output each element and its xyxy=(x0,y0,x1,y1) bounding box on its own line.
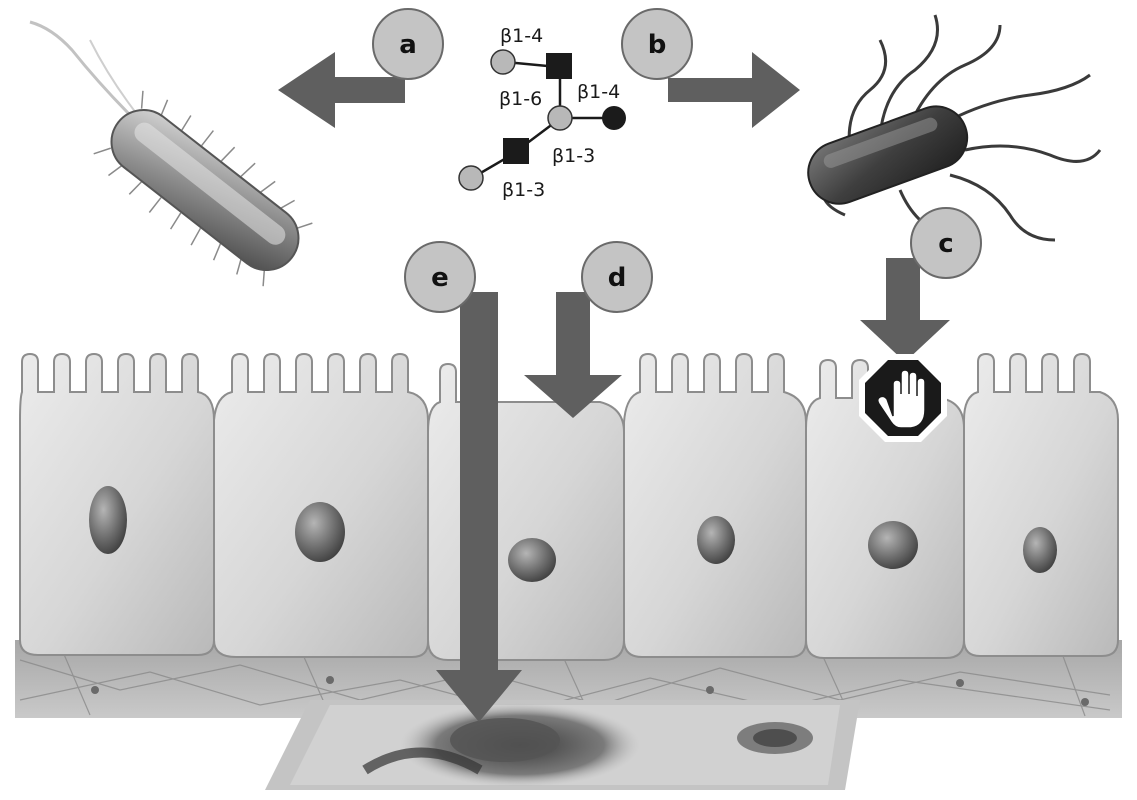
label-d-text: d xyxy=(608,263,627,293)
epithelium xyxy=(19,352,1119,661)
linkage-label: β1-3 xyxy=(502,179,545,201)
glcnac-node xyxy=(546,53,572,79)
linkage-label: β1-6 xyxy=(499,88,542,110)
stop-hand-icon xyxy=(859,354,947,442)
glucose-node xyxy=(602,106,626,130)
cell-nucleus xyxy=(1023,527,1057,573)
label-d: d xyxy=(581,241,653,313)
epithelial-cell xyxy=(427,362,625,661)
epithelial-cell xyxy=(623,352,807,658)
bacterium-a xyxy=(29,20,313,287)
bacterium-b xyxy=(807,14,1102,242)
cell-nucleus xyxy=(697,516,735,564)
underlying-tissue xyxy=(265,700,860,790)
glycan-structure: β1-4 β1-6 β1-4 β1-3 β1-3 xyxy=(458,25,626,201)
arrow-a xyxy=(278,52,405,128)
immune-cell-nucleus xyxy=(450,718,560,762)
label-a-text: a xyxy=(399,30,417,60)
label-b-text: b xyxy=(648,30,667,60)
label-e: e xyxy=(404,241,476,313)
linkage-label: β1-4 xyxy=(577,81,620,103)
cell-nucleus xyxy=(295,502,345,562)
arrow-e xyxy=(436,292,522,722)
label-c-text: c xyxy=(938,229,953,259)
linkage-label: β1-3 xyxy=(552,145,595,167)
epithelial-cell xyxy=(213,352,429,658)
cell-nucleus xyxy=(89,486,127,554)
label-b: b xyxy=(621,8,693,80)
cell-nucleus xyxy=(508,538,556,582)
arrow-d xyxy=(524,292,622,418)
linkage-label: β1-4 xyxy=(500,25,543,47)
arrow-b xyxy=(668,52,800,128)
label-e-text: e xyxy=(431,263,449,293)
epithelial-cell xyxy=(19,352,215,656)
galactose-node xyxy=(458,165,484,191)
cell-nucleus xyxy=(868,521,918,569)
galactose-node xyxy=(490,49,516,75)
glcnac-node xyxy=(503,138,529,164)
galactose-node xyxy=(547,105,573,131)
label-c: c xyxy=(910,207,982,279)
label-a: a xyxy=(372,8,444,80)
epithelial-cell xyxy=(963,352,1119,657)
arrow-c xyxy=(860,258,950,362)
